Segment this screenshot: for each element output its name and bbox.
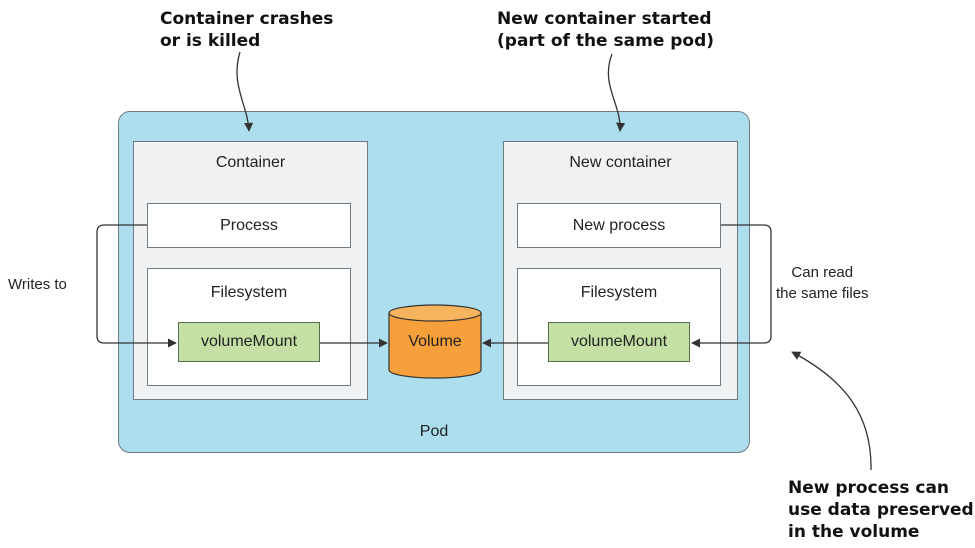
new-volume-mount: volumeMount — [548, 322, 690, 362]
pod-label: Pod — [419, 423, 449, 440]
new-container-title: New container — [569, 154, 672, 171]
filesystem-label: Filesystem — [210, 284, 288, 301]
callout-arrow-bottom — [791, 351, 872, 471]
can-read-label: Can read the same files — [776, 264, 869, 302]
writes-to-label: Writes to — [8, 276, 67, 293]
process-box: Process — [147, 203, 351, 248]
volume-mount: volumeMount — [178, 322, 320, 362]
volume-label: Volume — [408, 333, 462, 350]
container-title: Container — [215, 154, 286, 171]
new-process-box: New process — [517, 203, 721, 248]
new-filesystem-label: Filesystem — [580, 284, 658, 301]
note-container-crashes: Container crashes or is killed — [160, 9, 334, 51]
note-data-preserved: New process can use data preserved in th… — [788, 478, 974, 542]
note-new-container-started: New container started (part of the same … — [497, 9, 715, 51]
